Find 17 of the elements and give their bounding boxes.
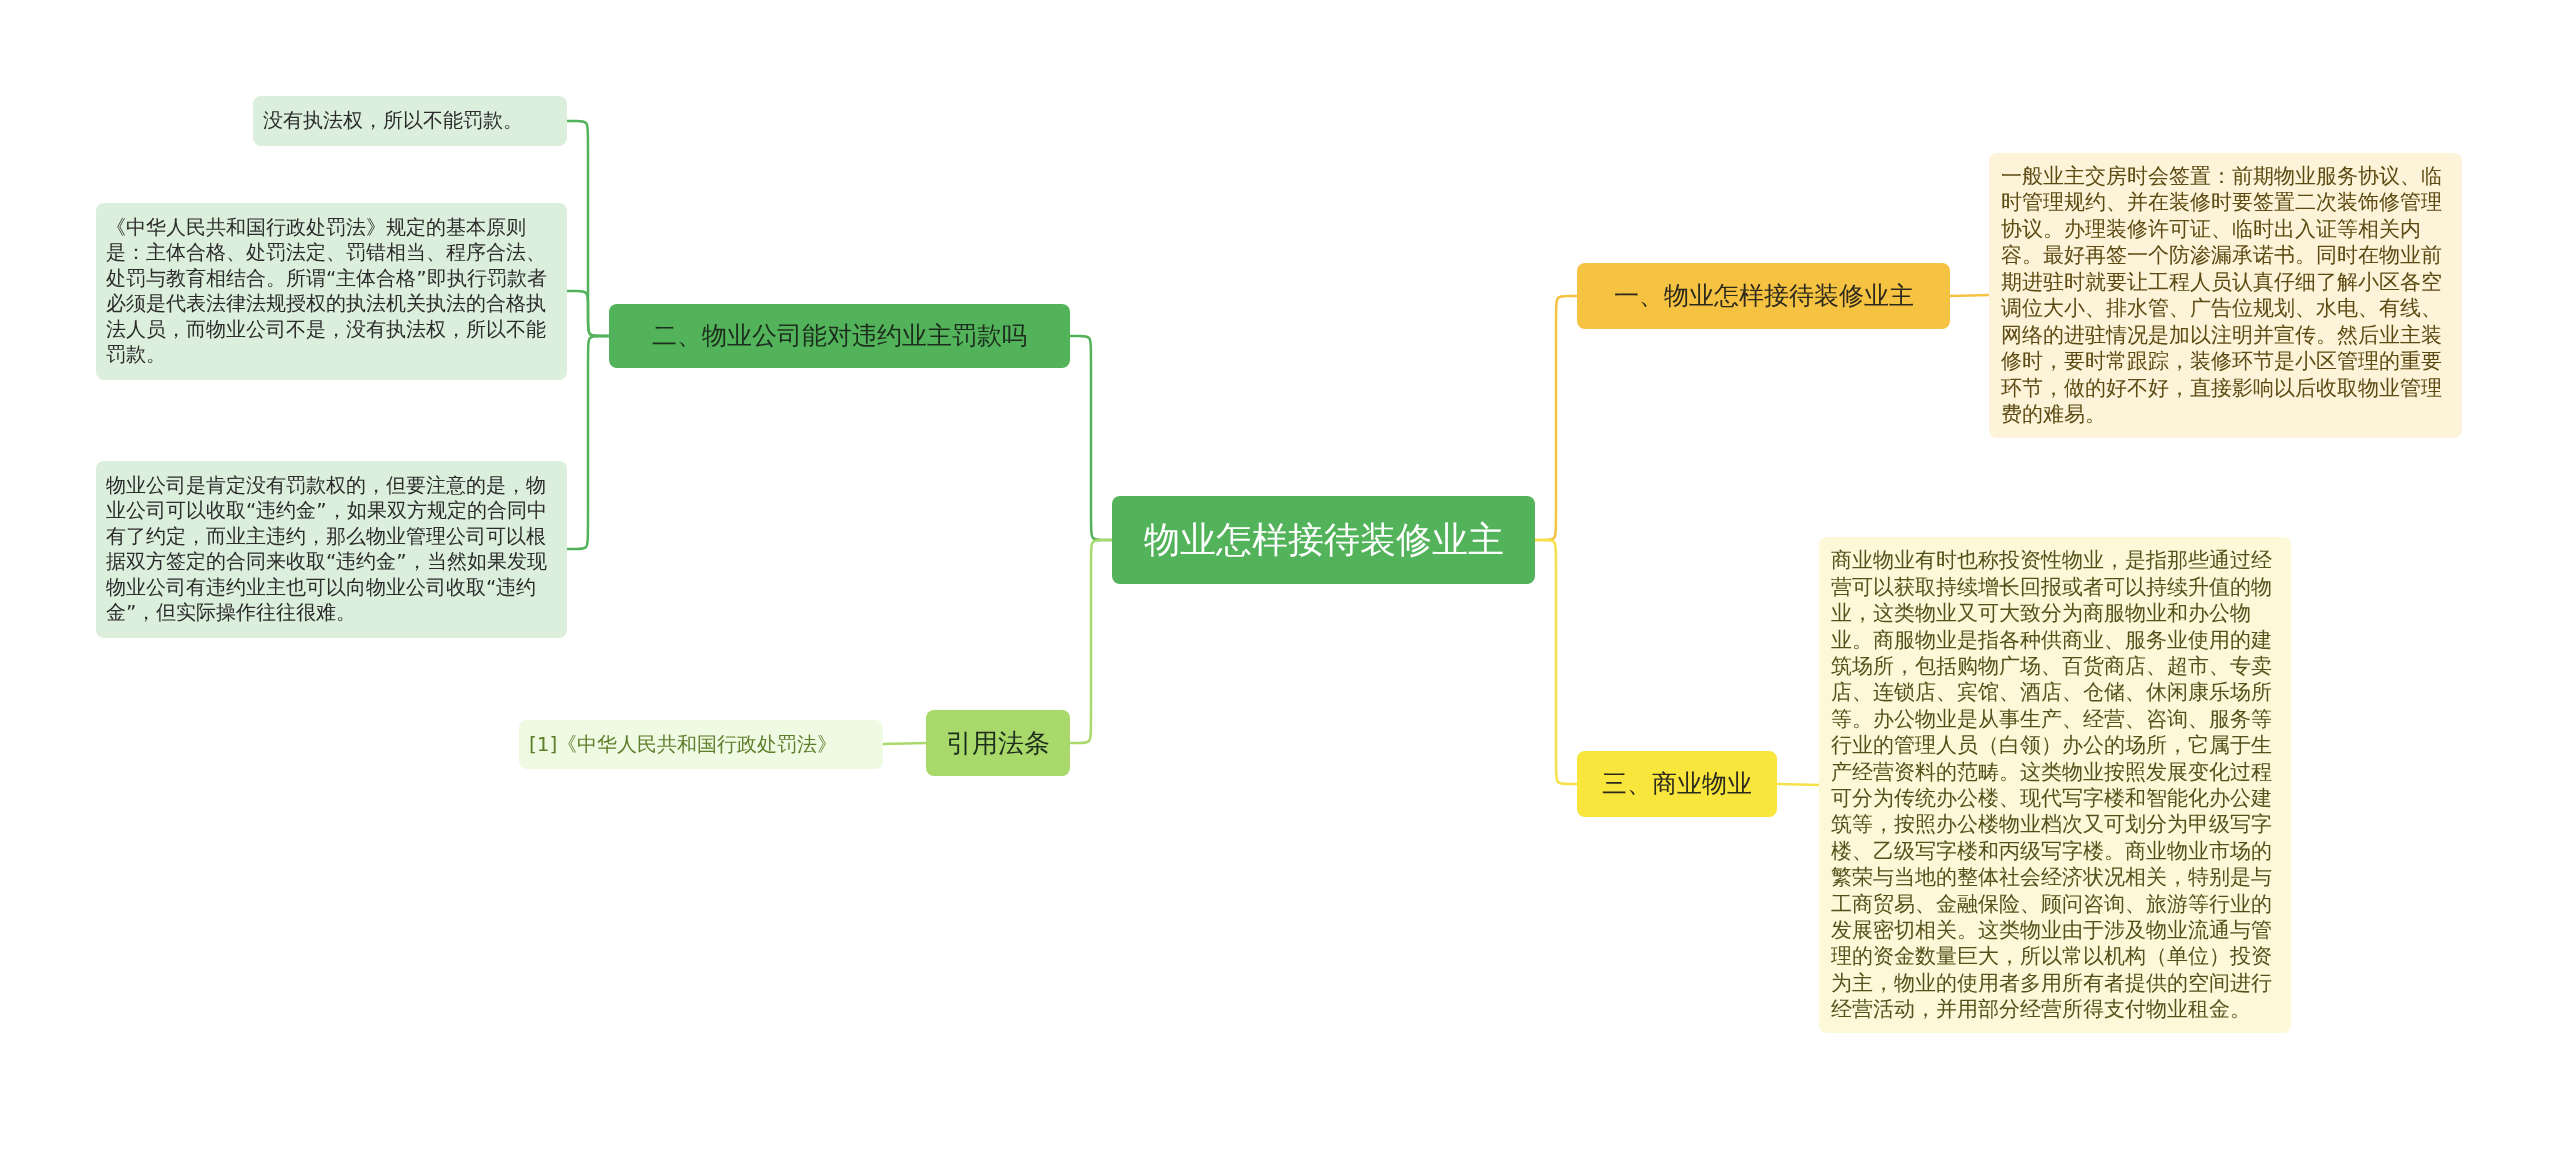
note-box: 物业公司是肯定没有罚款权的，但要注意的是，物业公司可以收取“违约金”，如果双方规定的合同中有了约定，而业主违约，那么物业管理公司可以根据双方签定的合同来收取“违约金”，当然如果发现物业公司有违约业主也可以向物业公司收取“违约金”，但实际操作往往很难。 bbox=[96, 460, 567, 638]
connector-line bbox=[1776, 782, 1820, 787]
note-box: 一般业主交房时会签置：前期物业服务协议、临时管理规约、并在装修时要签置二次装饰修管理协议。办理装修许可证、临时出入证等相关内容。最好再签一个防渗漏承诺书。同时在物业前期进驻时就要让工程人员认真仔细了解小区各空调位大小、排水管、广告位规划、水电、有线、网络的进驻情况是加以注明并宣传。然后业主装修时，要时常跟踪，装修环节是小区管理的重要环节，做的好不好，直接影响以后收取物业管理费的难易。 bbox=[1989, 152, 2462, 438]
note-box: 商业物业有时也称投资性物业，是指那些通过经营可以获取持续增长回报或者可以持续升值的物业，这类物业又可大致分为商服物业和办公物业。商服物业是指各种供商业、服务业使用的建筑场所，包括购物广场、百货商店、超市、专卖店、连锁店、宾馆、酒店、仓储、休闲康乐场所等。办公物业是从事生产、经营、咨询、服务等行业的管理人员（白领）办公的场所，它属于生产经营资料的范畴。这类物业按照发展变化过程可分为传统办公楼、现代写字楼和智能化办公建筑等，按照办公楼物业档次又可划分为甲级写字楼、乙级写字楼和丙级写字楼。商业物业市场的繁荣与当地的整体社会经济状况相关，特别是与工商贸易、金融保险、顾问咨询、旅游等行业的发展密切相关。这类物业由于涉及物业流通与管理的资金数量巨大，所以常以机构（单位）投资为主，物业的使用者多用所有者提供的空间进行经营活动，并用部分经营所得支付物业租金。 bbox=[1819, 537, 2291, 1033]
connector-line bbox=[1535, 538, 1577, 786]
branch-topic: 二、物业公司能对违约业主罚款吗 bbox=[609, 304, 1070, 368]
branch-topic: 引用法条 bbox=[926, 710, 1070, 776]
branch-topic: 一、物业怎样接待装修业主 bbox=[1577, 263, 1950, 329]
note-box: 《中华人民共和国行政处罚法》规定的基本原则是：主体合格、处罚法定、罚错相当、程序合法、处罚与教育相结合。所谓“主体合格”即执行罚款者必须是代表法律法规授权的执法机关执法的合格执法人员，而物业公司不是，没有执法权，所以不能罚款。 bbox=[96, 202, 567, 380]
citation-box: [1]《中华人民共和国行政处罚法》 bbox=[519, 719, 883, 769]
connector-line bbox=[882, 741, 927, 746]
branch-topic: 三、商业物业 bbox=[1577, 751, 1777, 817]
connector-line bbox=[1070, 538, 1112, 745]
connector-line bbox=[1949, 293, 1990, 298]
note-box: 没有执法权，所以不能罚款。 bbox=[253, 96, 567, 146]
central-topic: 物业怎样接待装修业主 bbox=[1112, 496, 1535, 584]
connector-line bbox=[567, 334, 609, 551]
